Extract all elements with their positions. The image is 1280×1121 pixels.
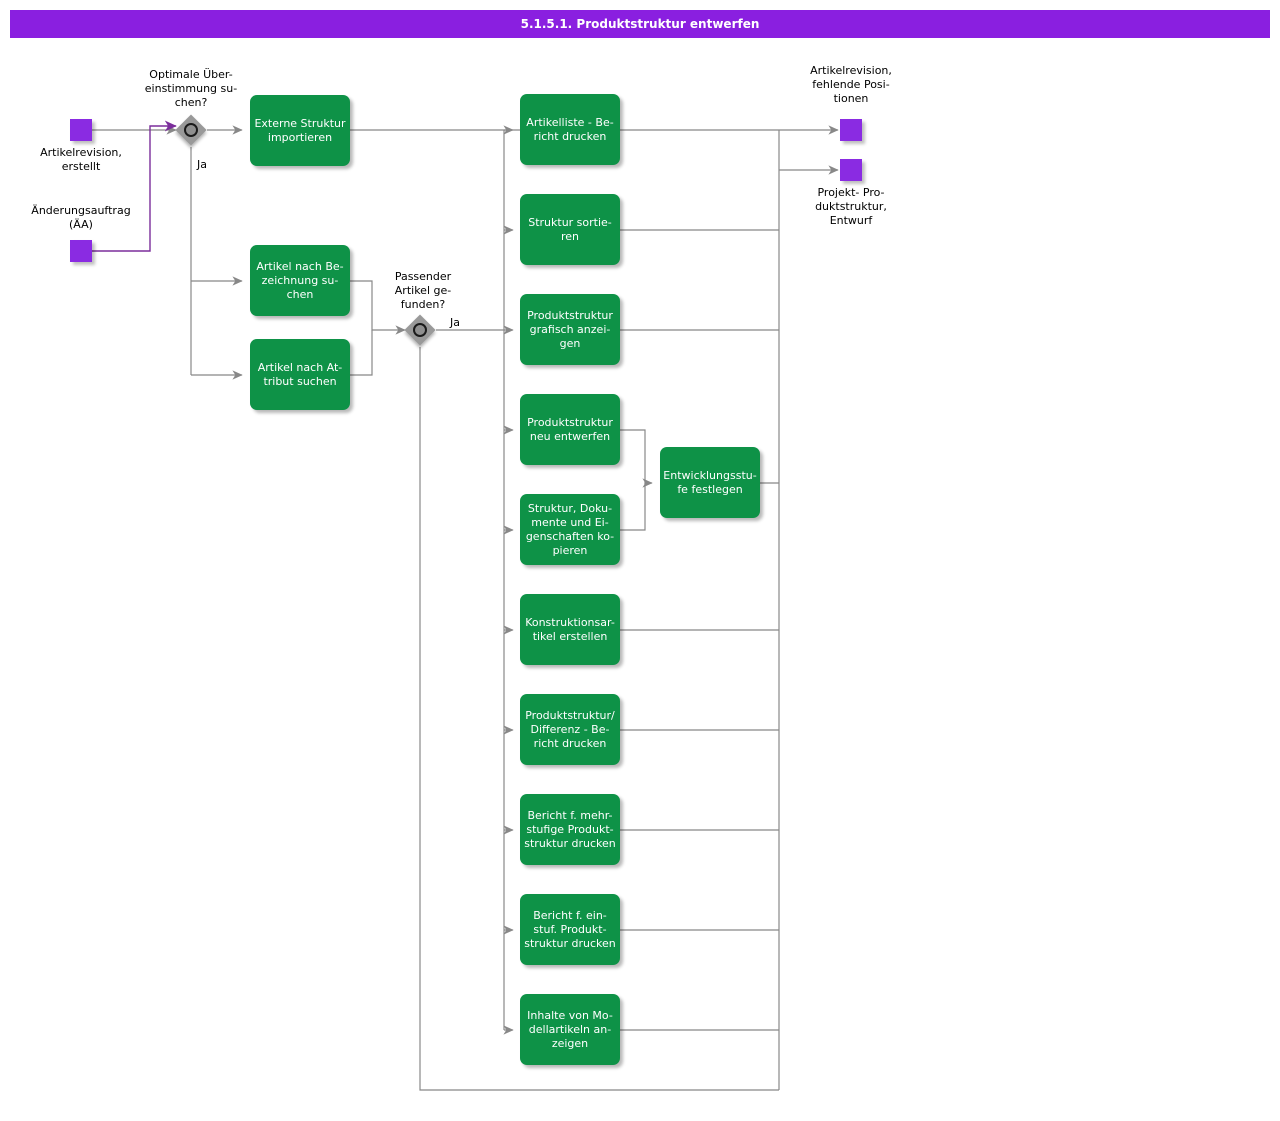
activity-label: Bericht f. ein- stuf. Produkt- struktur … [524, 908, 616, 950]
activity-label: Externe Struktur importieren [254, 116, 346, 144]
activity-produktstruktur-grafisch-anzeigen[interactable]: Produktstruktur grafisch anzei- gen [520, 294, 620, 365]
decision-passender-artikel-gefunden[interactable] [404, 314, 436, 346]
activity-struktur-dokumente-eigenschaften-kopieren[interactable]: Struktur, Doku- mente und Ei- genschafte… [520, 494, 620, 565]
activity-konstruktionsartikel-erstellen[interactable]: Konstruktionsar- tikel erstellen [520, 594, 620, 665]
activity-label: Produktstruktur grafisch anzei- gen [527, 308, 613, 350]
activity-artikel-nach-bezeichnung-suchen[interactable]: Artikel nach Be- zeichnung su- chen [250, 245, 350, 316]
event-label-aenderungsauftrag-aa: Änderungsauftrag (ÄA) [31, 204, 131, 231]
event-label-artikelrevision-erstellt: Artikelrevision, erstellt [40, 146, 122, 173]
activity-label: Struktur sortie- ren [528, 215, 612, 243]
activity-label: Artikel nach At- tribut suchen [257, 360, 343, 388]
activity-label: Bericht f. mehr- stufige Produkt- strukt… [524, 808, 616, 850]
activity-label: Artikelliste - Be- richt drucken [526, 115, 614, 143]
decision-circle-marker [413, 323, 427, 337]
activity-bericht-einstufige-produktstruktur-drucken[interactable]: Bericht f. ein- stuf. Produkt- struktur … [520, 894, 620, 965]
activity-produktstruktur-differenz-bericht-drucken[interactable]: Produktstruktur/ Differenz - Be- richt d… [520, 694, 620, 765]
event-label-artikelrevision-fehlende-positionen: Artikelrevision, fehlende Posi- tionen [810, 64, 892, 105]
decision-circle-marker [184, 123, 198, 137]
activity-artikelliste-bericht-drucken[interactable]: Artikelliste - Be- richt drucken [520, 94, 620, 165]
event-artikelrevision-erstellt[interactable] [70, 119, 92, 141]
event-artikelrevision-fehlende-positionen[interactable] [840, 119, 862, 141]
event-aenderungsauftrag-aa[interactable] [70, 240, 92, 262]
activity-bericht-mehrstufige-produktstruktur-drucken[interactable]: Bericht f. mehr- stufige Produkt- strukt… [520, 794, 620, 865]
decision-label-optimale-uebereinstimmung-suchen: Optimale Über- einstimmung su- chen? [144, 68, 238, 109]
activity-label: Produktstruktur neu entwerfen [527, 415, 613, 443]
activity-label: Konstruktionsar- tikel erstellen [525, 615, 615, 643]
activity-label: Struktur, Doku- mente und Ei- genschafte… [525, 501, 615, 557]
event-projekt-produktstruktur-entwurf[interactable] [840, 159, 862, 181]
activity-artikel-nach-attribut-suchen[interactable]: Artikel nach At- tribut suchen [250, 339, 350, 410]
activity-produktstruktur-neu-entwerfen[interactable]: Produktstruktur neu entwerfen [520, 394, 620, 465]
activity-inhalte-von-modellartikeln-anzeigen[interactable]: Inhalte von Mo- dellartikeln an- zeigen [520, 994, 620, 1065]
activity-label: Entwicklungsstu- fe festlegen [663, 468, 757, 496]
activity-label: Produktstruktur/ Differenz - Be- richt d… [525, 708, 615, 750]
event-label-projekt-produktstruktur-entwurf: Projekt- Pro- duktstruktur, Entwurf [815, 186, 887, 227]
decision-label-passender-artikel-gefunden: Passender Artikel ge- funden? [394, 270, 452, 311]
title-bar: 5.1.5.1. Produktstruktur entwerfen [10, 10, 1270, 38]
page-title: 5.1.5.1. Produktstruktur entwerfen [520, 17, 760, 31]
activity-label: Inhalte von Mo- dellartikeln an- zeigen [527, 1008, 613, 1050]
activity-externe-struktur-importieren[interactable]: Externe Struktur importieren [250, 95, 350, 166]
decision-optimale-uebereinstimmung-suchen[interactable] [175, 114, 207, 146]
activity-entwicklungsstufe-festlegen[interactable]: Entwicklungsstu- fe festlegen [660, 447, 760, 518]
decision-branch-label-passender-artikel: Ja [450, 316, 460, 329]
activity-label: Artikel nach Be- zeichnung su- chen [256, 259, 344, 301]
decision-branch-label-optimale-uebereinstimmung: Ja [197, 158, 207, 171]
activity-struktur-sortieren[interactable]: Struktur sortie- ren [520, 194, 620, 265]
